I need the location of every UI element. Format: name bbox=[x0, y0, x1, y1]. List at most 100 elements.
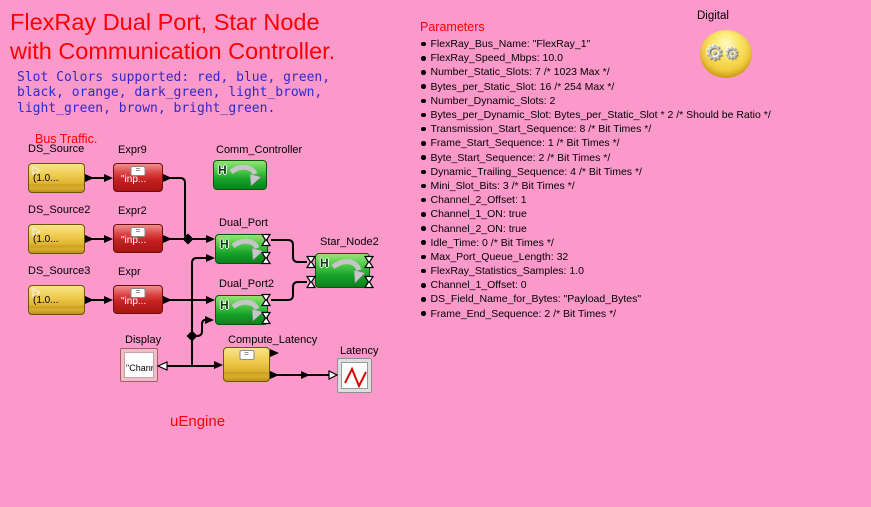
model-title-line1: FlexRay Dual Port, Star Node bbox=[10, 9, 320, 35]
bullet-icon bbox=[421, 240, 426, 245]
slot-colors-line1: Slot Colors supported: red, blue, green, bbox=[17, 70, 331, 85]
bullet-icon bbox=[421, 41, 426, 47]
parameter-item: Dynamic_Trailing_Sequence: 4 /* Bit Time… bbox=[421, 165, 771, 179]
node-label-dual-port: Dual_Port bbox=[219, 217, 268, 229]
hierarchy-icon: H bbox=[220, 237, 229, 251]
bullet-icon bbox=[421, 311, 426, 316]
node-dual-port[interactable]: H bbox=[215, 234, 268, 264]
node-value: "inp... bbox=[121, 174, 147, 185]
node-label-star-node2: Star_Node2 bbox=[320, 236, 379, 248]
node-label-ds-source3: DS_Source3 bbox=[28, 265, 91, 277]
node-label-expr9: Expr9 bbox=[118, 144, 147, 156]
node-expr9[interactable]: = "inp... bbox=[113, 163, 163, 192]
node-value: "inp... bbox=[121, 296, 147, 307]
bullet-icon bbox=[421, 183, 426, 189]
hierarchy-icon: H bbox=[320, 256, 329, 270]
node-ds-source[interactable]: (1.0... bbox=[28, 163, 85, 193]
node-label-latency: Latency bbox=[340, 345, 379, 357]
bullet-icon bbox=[421, 226, 426, 231]
model-title-line2: with Communication Controller. bbox=[10, 38, 336, 64]
node-latency[interactable] bbox=[337, 358, 372, 393]
parameter-item: FlexRay_Statistics_Samples: 1.0 bbox=[421, 264, 771, 278]
node-label-dual-port2: Dual_Port2 bbox=[219, 278, 275, 290]
bullet-icon bbox=[421, 197, 426, 203]
node-value: "inp... bbox=[121, 235, 147, 246]
parameter-item: Number_Dynamic_Slots: 2 bbox=[421, 94, 771, 108]
node-value: "Chann bbox=[126, 363, 154, 373]
bullet-icon bbox=[421, 297, 426, 302]
node-expr2[interactable]: = "inp... bbox=[113, 224, 163, 253]
parameter-item: FlexRay_Speed_Mbps: 10.0 bbox=[421, 51, 771, 65]
bullet-icon bbox=[421, 155, 426, 160]
node-display[interactable]: "Chann bbox=[120, 348, 158, 382]
parameters-heading: Parameters bbox=[420, 20, 485, 34]
node-label-expr2: Expr2 bbox=[118, 205, 147, 217]
expression-icon: = bbox=[130, 227, 146, 237]
signal-plot-icon bbox=[344, 366, 367, 389]
bullet-icon bbox=[421, 212, 426, 217]
parameter-item: Frame_End_Sequence: 2 /* Bit Times */ bbox=[421, 307, 771, 321]
node-value: (1.0... bbox=[33, 295, 59, 306]
node-value: (1.0... bbox=[33, 173, 59, 184]
slot-colors-note: Slot Colors supported: red, blue, green,… bbox=[17, 70, 330, 116]
node-compute-latency[interactable]: = bbox=[223, 347, 270, 382]
parameter-item: DS_Field_Name_for_Bytes: "Payload_Bytes" bbox=[421, 292, 771, 306]
parameter-item: Channel_2_Offset: 1 bbox=[421, 193, 771, 207]
node-label-display: Display bbox=[125, 334, 162, 346]
expression-icon: = bbox=[239, 350, 254, 360]
parameter-item: Channel_1_Offset: 0 bbox=[421, 278, 771, 292]
curved-arrow-icon bbox=[231, 238, 264, 261]
curved-arrow-icon bbox=[331, 259, 366, 284]
bullet-icon bbox=[421, 84, 426, 89]
parameter-item: Idle_Time: 0 /* Bit Times */ bbox=[421, 236, 771, 250]
expression-icon: = bbox=[130, 166, 146, 176]
gear-icon: ⚙ bbox=[724, 44, 740, 63]
node-expr[interactable]: = "inp... bbox=[113, 285, 163, 314]
gear-icon: ⚙ bbox=[705, 42, 724, 65]
parameter-item: Channel_1_ON: true bbox=[421, 207, 771, 221]
digital-director[interactable]: ⚙ ⚙ bbox=[700, 30, 752, 78]
node-dual-port2[interactable]: H bbox=[215, 295, 268, 325]
digital-director-label: Digital bbox=[697, 10, 729, 22]
parameters-list: FlexRay_Bus_Name: "FlexRay_1" FlexRay_Sp… bbox=[421, 37, 771, 321]
uengine-label: uEngine bbox=[170, 413, 226, 430]
play-icon bbox=[32, 227, 42, 236]
bullet-icon bbox=[421, 283, 426, 288]
node-label-comm-controller: Comm_Controller bbox=[216, 144, 303, 156]
node-label-compute-latency: Compute_Latency bbox=[228, 334, 318, 346]
hierarchy-icon: H bbox=[218, 163, 227, 177]
parameter-item: Bytes_per_Dynamic_Slot: Bytes_per_Static… bbox=[421, 108, 771, 122]
parameter-item: Frame_Start_Sequence: 1 /* Bit Times */ bbox=[421, 136, 771, 150]
node-label-ds-source2: DS_Source2 bbox=[28, 204, 91, 216]
parameter-item: Bytes_per_Static_Slot: 16 /* 254 Max */ bbox=[421, 80, 771, 94]
bullet-icon bbox=[421, 70, 426, 75]
parameter-item: Channel_2_ON: true bbox=[421, 221, 771, 235]
bullet-icon bbox=[421, 254, 426, 260]
expression-icon: = bbox=[130, 288, 146, 298]
bullet-icon bbox=[421, 98, 426, 104]
parameter-item: Max_Port_Queue_Length: 32 bbox=[421, 250, 771, 264]
bullet-icon bbox=[421, 56, 426, 61]
play-icon bbox=[32, 166, 42, 175]
hierarchy-icon: H bbox=[220, 298, 229, 312]
model-title: FlexRay Dual Port, Star Node with Commun… bbox=[10, 8, 335, 66]
parameter-item: Mini_Slot_Bits: 3 /* Bit Times */ bbox=[421, 179, 771, 193]
node-star-node2[interactable]: H bbox=[315, 253, 370, 288]
node-ds-source3[interactable]: (1.0... bbox=[28, 285, 85, 315]
bullet-icon bbox=[421, 268, 426, 274]
parameter-item: Byte_Start_Sequence: 2 /* Bit Times */ bbox=[421, 151, 771, 165]
curved-arrow-icon bbox=[229, 164, 262, 187]
bullet-icon bbox=[421, 141, 426, 146]
bullet-icon bbox=[421, 126, 426, 132]
node-value: (1.0... bbox=[33, 234, 59, 245]
slot-colors-line2: black, orange, dark_green, light_brown, bbox=[17, 85, 323, 101]
node-comm-controller[interactable]: H bbox=[213, 160, 267, 190]
curved-arrow-icon bbox=[231, 299, 264, 322]
slot-colors-line3: light_green, brown, bright_green. bbox=[17, 100, 276, 116]
node-ds-source2[interactable]: (1.0... bbox=[28, 224, 85, 254]
bullet-icon bbox=[421, 112, 426, 118]
junction-diamond bbox=[182, 233, 198, 342]
display-screen: "Chann bbox=[124, 352, 154, 378]
bullet-icon bbox=[421, 169, 426, 175]
